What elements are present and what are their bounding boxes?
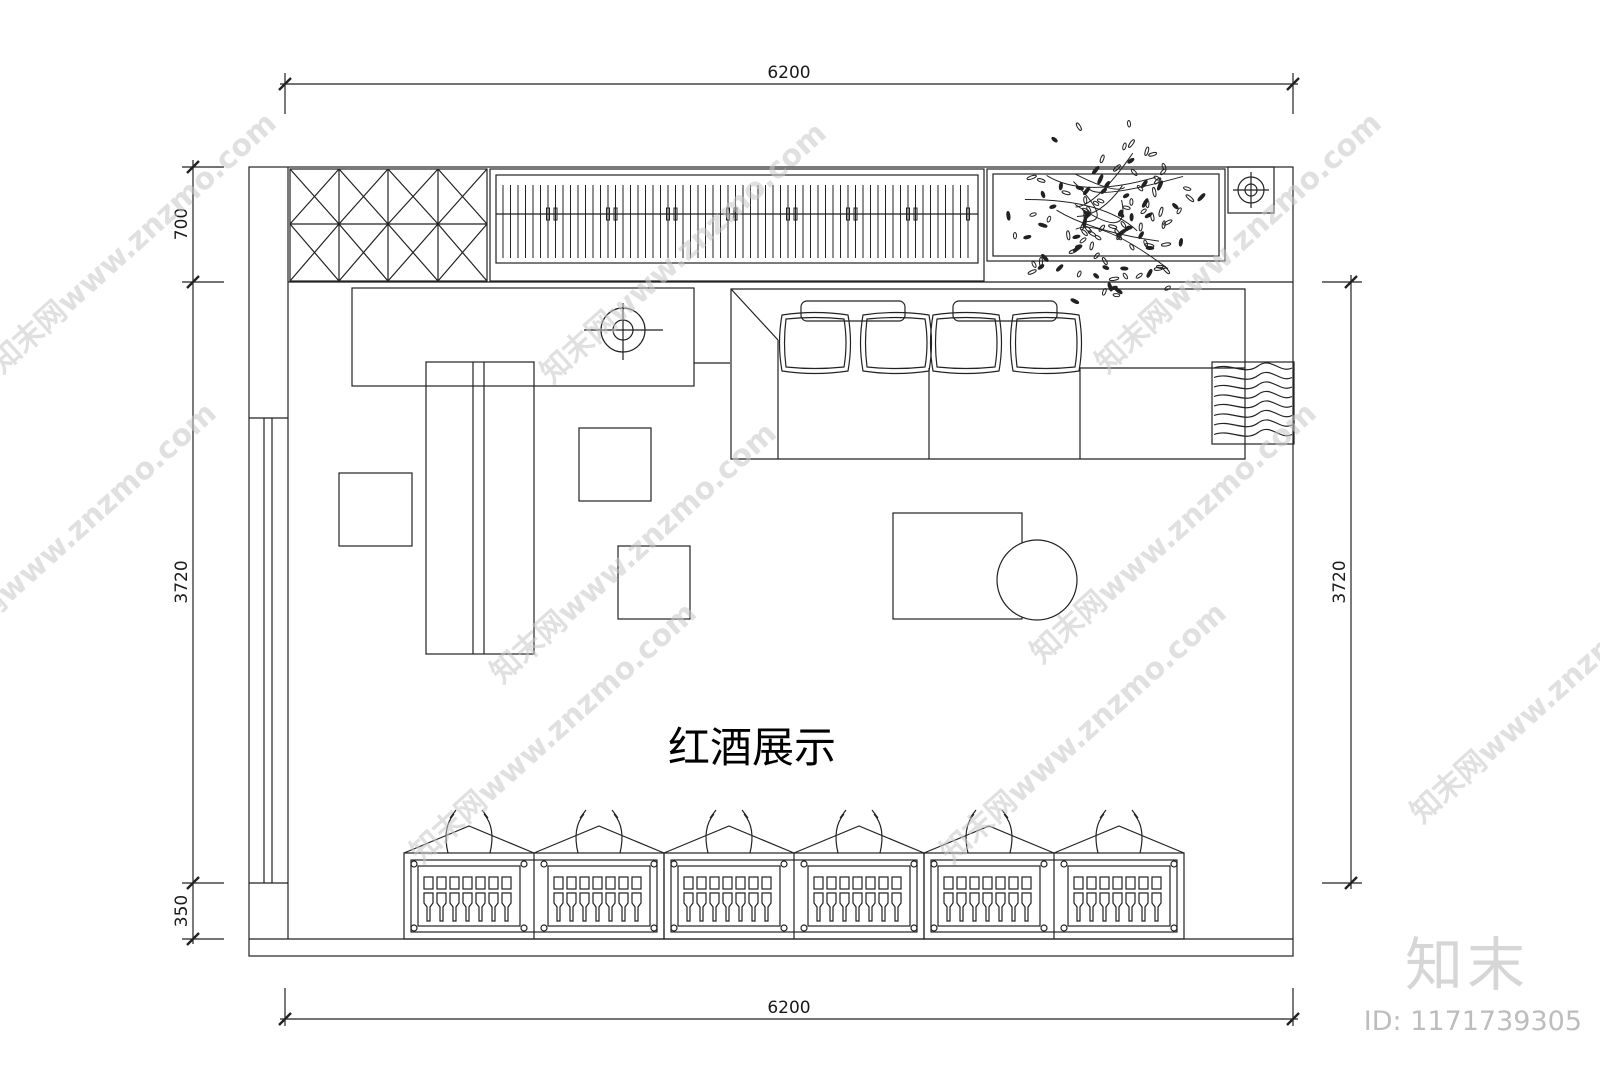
wine-display-cabinets <box>403 809 1185 940</box>
top-dimension-label: 6200 <box>767 63 810 83</box>
wine-crate-cabinet <box>289 168 488 282</box>
planter-with-plant <box>986 120 1226 304</box>
console-counter <box>351 287 730 387</box>
left-dimension-label-upper: 700 <box>172 208 192 240</box>
top-dimension <box>278 73 1300 114</box>
stool-left <box>338 472 413 547</box>
brand-logo: 知末 <box>1404 931 1529 999</box>
wine-bottle-rack <box>489 168 985 282</box>
room-label: 红酒展示 <box>668 723 836 772</box>
wood-side-table <box>1211 361 1295 445</box>
bottom-dimension <box>278 988 1300 1026</box>
watermark-text: 知末网www.znzmo.com <box>1404 556 1600 831</box>
watermark-text: 知末网www.znzmo.com <box>1089 106 1389 381</box>
left-dimension-label-lower: 350 <box>172 895 192 927</box>
long-bench <box>425 361 535 655</box>
left-dimension <box>182 160 224 946</box>
stool-upper <box>578 427 652 502</box>
left-dimension-label-main: 3720 <box>172 560 192 603</box>
watermark-text: 知末网www.znzmo.com <box>0 106 284 381</box>
watermark-text: 知末网www.znzmo.com <box>0 396 224 671</box>
brand-id: ID: 1171739305 <box>1363 1006 1582 1037</box>
watermark-text: 知末网www.znzmo.com <box>534 116 834 391</box>
round-side-table <box>996 539 1078 621</box>
right-dimension-label: 3720 <box>1330 560 1350 603</box>
corner-column <box>1227 166 1275 214</box>
bottom-dimension-label: 6200 <box>767 998 810 1018</box>
stool-lower <box>617 545 691 620</box>
sofa <box>730 288 1246 460</box>
right-dimension <box>1322 275 1362 890</box>
